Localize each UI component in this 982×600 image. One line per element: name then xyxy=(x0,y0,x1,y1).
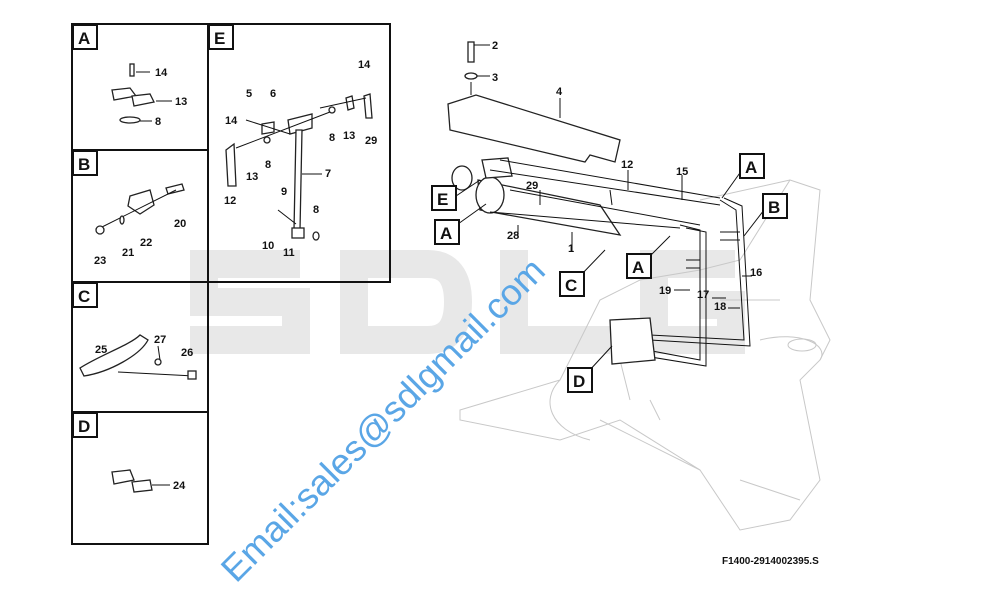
svg-text:12: 12 xyxy=(621,159,633,171)
svg-text:20: 20 xyxy=(174,218,186,230)
panel-e-parts: 5 6 14 8 13 12 7 9 8 10 11 14 8 13 29 xyxy=(224,59,377,259)
svg-text:17: 17 xyxy=(697,289,709,301)
svg-text:13: 13 xyxy=(343,130,355,142)
svg-text:13: 13 xyxy=(175,96,187,108)
main-assembly: 2 3 4 12 15 29 28 1 19 17 18 16 xyxy=(447,40,762,367)
svg-text:24: 24 xyxy=(173,480,186,492)
svg-text:14: 14 xyxy=(155,67,168,79)
panel-c-parts: 27 26 25 xyxy=(79,334,197,380)
svg-text:26: 26 xyxy=(181,347,193,359)
svg-text:E: E xyxy=(214,29,225,48)
svg-text:10: 10 xyxy=(262,240,274,252)
svg-text:8: 8 xyxy=(313,204,319,216)
svg-text:23: 23 xyxy=(94,255,106,267)
svg-text:1: 1 xyxy=(568,243,574,255)
svg-text:C: C xyxy=(78,287,90,306)
detail-panels xyxy=(71,23,391,545)
svg-text:B: B xyxy=(768,198,780,217)
panel-tag-d: D xyxy=(72,412,98,438)
panel-tag-b: B xyxy=(72,150,98,176)
svg-text:A: A xyxy=(78,29,90,48)
svg-text:12: 12 xyxy=(224,195,236,207)
figure-code: F1400-2914002395.S xyxy=(722,556,819,567)
svg-text:7: 7 xyxy=(325,168,331,180)
panel-a-parts: 14 13 8 xyxy=(111,63,187,128)
svg-text:3: 3 xyxy=(492,72,498,84)
svg-text:D: D xyxy=(78,417,90,436)
svg-text:14: 14 xyxy=(225,115,238,127)
svg-text:19: 19 xyxy=(659,285,671,297)
svg-text:21: 21 xyxy=(122,247,134,259)
svg-text:8: 8 xyxy=(265,159,271,171)
svg-text:8: 8 xyxy=(155,116,161,128)
svg-text:16: 16 xyxy=(750,267,762,279)
svg-text:14: 14 xyxy=(358,59,371,71)
svg-text:8: 8 xyxy=(329,132,335,144)
svg-text:29: 29 xyxy=(526,180,538,192)
callout-a-1: A xyxy=(434,203,487,245)
callout-a-3: A xyxy=(626,235,671,279)
svg-text:E: E xyxy=(437,190,448,209)
svg-text:15: 15 xyxy=(676,166,688,178)
svg-text:B: B xyxy=(78,155,90,174)
sdlg-logo-watermark xyxy=(190,250,745,354)
svg-text:27: 27 xyxy=(154,334,166,346)
callout-b: B xyxy=(743,193,788,237)
callout-e: E xyxy=(431,179,481,211)
panel-tag-e: E xyxy=(208,24,234,50)
svg-text:29: 29 xyxy=(365,135,377,147)
svg-text:9: 9 xyxy=(281,186,287,198)
svg-text:5: 5 xyxy=(246,88,252,100)
panel-d-parts: 24 xyxy=(111,469,186,493)
panel-tag-a: A xyxy=(72,24,98,50)
svg-text:6: 6 xyxy=(270,88,276,100)
svg-text:25: 25 xyxy=(95,344,107,356)
svg-text:A: A xyxy=(745,158,757,177)
callout-d: D xyxy=(567,345,613,393)
panel-tag-c: C xyxy=(72,282,98,308)
svg-text:22: 22 xyxy=(140,237,152,249)
svg-text:C: C xyxy=(565,276,577,295)
callout-a-2: A xyxy=(721,153,765,199)
svg-text:28: 28 xyxy=(507,230,519,242)
svg-text:18: 18 xyxy=(714,301,726,313)
svg-text:11: 11 xyxy=(283,247,295,259)
panel-b-parts: 20 22 21 23 xyxy=(94,183,186,267)
svg-text:13: 13 xyxy=(246,171,258,183)
svg-text:D: D xyxy=(573,372,585,391)
svg-text:A: A xyxy=(632,258,644,277)
callout-c: C xyxy=(559,249,606,297)
svg-text:A: A xyxy=(440,224,452,243)
svg-text:2: 2 xyxy=(492,40,498,52)
svg-text:4: 4 xyxy=(556,86,563,98)
